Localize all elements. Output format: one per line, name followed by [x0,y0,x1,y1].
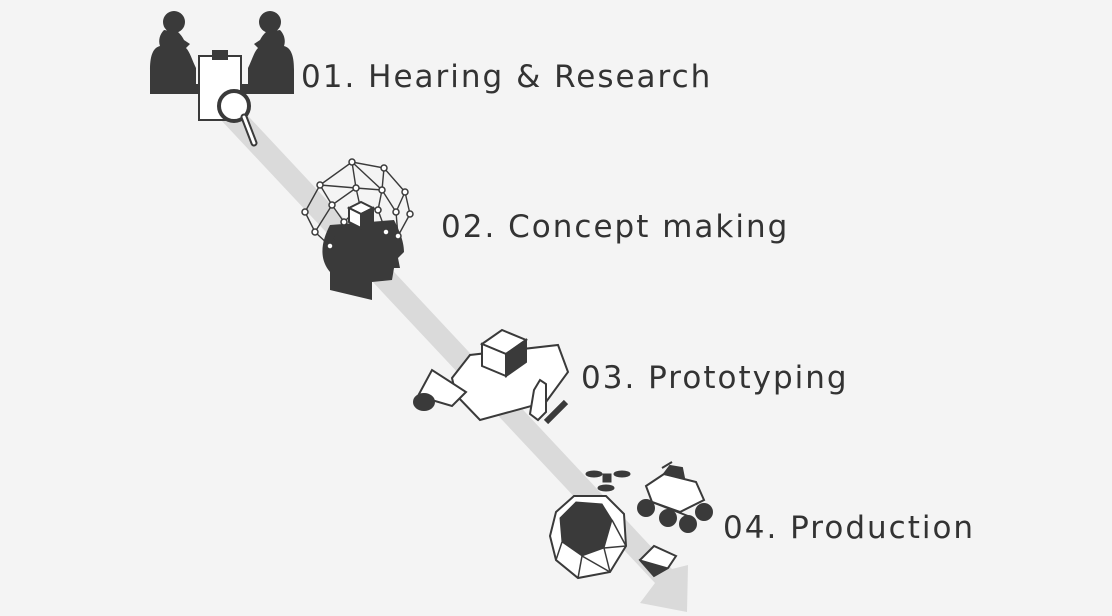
prototype-tools-icon [413,328,570,425]
step-3-label: 03. Prototyping [581,360,849,396]
head-network-icon [301,158,414,300]
step-4-label: 04. Production [723,510,976,546]
production-products-icon [548,461,713,580]
flow-arrow [199,87,688,612]
step-2-label: 02. Concept making [441,209,790,245]
meeting-research-icon [150,11,294,147]
step-1-label: 01. Hearing & Research [301,59,713,95]
